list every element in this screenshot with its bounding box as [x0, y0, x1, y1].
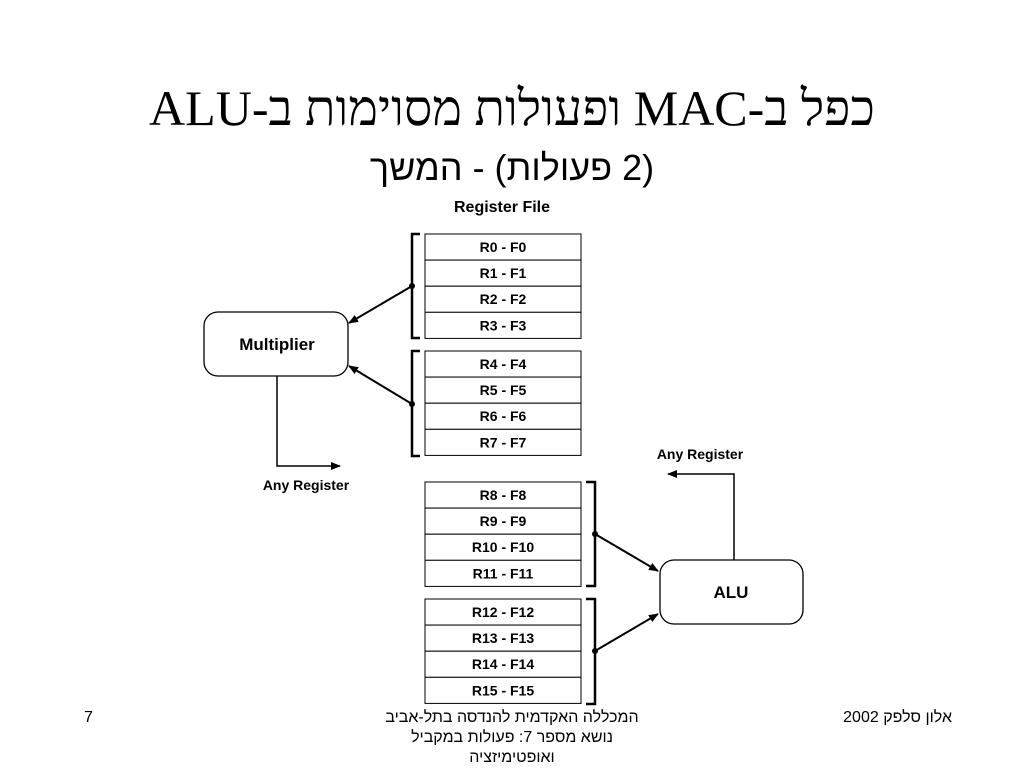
alu-output-label: Any Register	[657, 446, 744, 462]
register-label: R12 - F12	[472, 604, 534, 620]
register-box	[424, 676, 582, 704]
register-label: R11 - F11	[473, 565, 534, 581]
register-box	[424, 507, 582, 535]
register-list: R0 - F0 R1 - F1 R2 - F2 R3 - F3 R4 - F4 R5 - …	[424, 233, 582, 704]
register-label: R15 - F15	[472, 682, 534, 698]
footer-institution-block: המכללה האקדמית להנדסה בתל-אביב נושא מספר…	[312, 708, 712, 768]
register-box	[424, 428, 582, 456]
arrow-alu-output	[667, 470, 735, 560]
register-label: R9 - F9	[480, 513, 527, 529]
register-file-label: Register File	[454, 199, 550, 216]
register-label: R13 - F13	[472, 630, 534, 646]
register-box	[424, 350, 582, 378]
register-box	[424, 650, 582, 678]
page-number: 7	[84, 709, 93, 726]
register-box	[424, 285, 582, 313]
footer-topic-cont: ואופטימיזציה	[469, 749, 555, 766]
register-label: R3 - F3	[480, 317, 527, 333]
arrow-multiplier-output	[276, 376, 341, 470]
arrow-group4-to-alu	[594, 613, 659, 652]
register-box	[424, 233, 582, 261]
footer-institution: המכללה האקדמית להנדסה בתל-אביב	[385, 709, 639, 726]
multiplier-output-label: Any Register	[263, 477, 350, 493]
register-box	[424, 481, 582, 509]
multiplier-label: Multiplier	[239, 335, 315, 354]
register-box	[424, 311, 582, 339]
register-box	[424, 259, 582, 287]
alu-box	[659, 559, 804, 625]
register-label: R4 - F4	[480, 356, 527, 372]
arrow-group1-to-multiplier	[348, 285, 413, 324]
arrow-group3-to-alu	[594, 533, 659, 572]
register-box	[424, 376, 582, 404]
register-label: R14 - F14	[472, 656, 534, 672]
register-label: R0 - F0	[480, 239, 527, 255]
register-label: R8 - F8	[480, 487, 527, 503]
slide-subtitle: (2 פעולות) - המשך	[369, 147, 655, 188]
register-label: R10 - F10	[472, 539, 534, 555]
footer-topic: נושא מספר 7: פעולות במקביל	[411, 729, 613, 746]
alu-label: ALU	[714, 583, 749, 602]
arrow-group2-to-multiplier	[348, 365, 413, 405]
register-label: R1 - F1	[480, 265, 527, 281]
multiplier-box	[203, 311, 349, 377]
footer-author-year: אלון סלפק 2002	[843, 709, 952, 726]
register-label: R6 - F6	[480, 408, 527, 424]
register-box	[424, 624, 582, 652]
slide-title: כפל ב-MAC ופעולות מסוימות ב-ALU	[149, 80, 875, 136]
register-box	[424, 533, 582, 561]
register-label: R2 - F2	[480, 291, 527, 307]
register-label: R7 - F7	[480, 434, 527, 450]
register-box	[424, 559, 582, 587]
register-box	[424, 402, 582, 430]
register-label: R5 - F5	[480, 382, 527, 398]
